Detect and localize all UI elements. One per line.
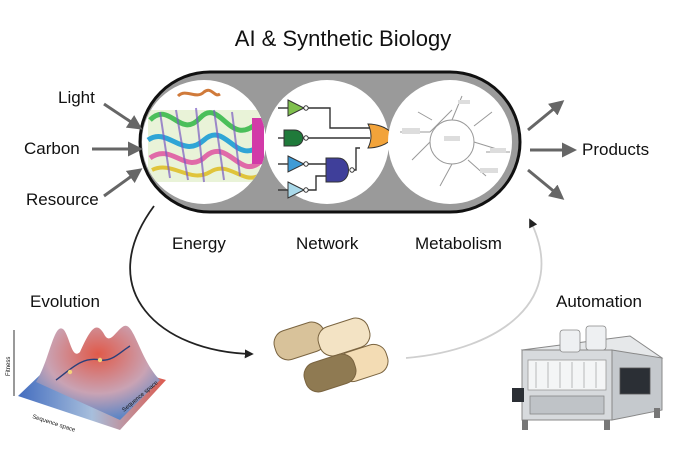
automation-arc <box>405 218 543 359</box>
resource-arrow <box>103 168 143 198</box>
input-label-resource: Resource <box>26 190 99 209</box>
lab-automation-image <box>512 325 664 430</box>
fitness-landscape-image: Fitness Sequence space Sequence space <box>6 325 166 434</box>
output-arrow-up <box>527 100 565 132</box>
network-module <box>265 80 404 204</box>
evolution-arc <box>129 205 254 359</box>
cycle-label-automation: Automation <box>556 292 642 311</box>
landscape-x-axis-label: Sequence space <box>31 414 76 434</box>
gate-buffer-blue <box>287 155 306 173</box>
output-arrow-down <box>527 168 565 200</box>
input-label-light: Light <box>58 88 95 107</box>
gate-buffer-blue-light <box>287 181 306 199</box>
cycle-label-evolution: Evolution <box>30 292 100 311</box>
light-arrow <box>103 102 143 130</box>
cell-2 <box>317 317 371 357</box>
gate-or-orange <box>367 123 395 149</box>
input-label-carbon: Carbon <box>24 139 80 158</box>
energy-module <box>142 80 266 204</box>
gate-buffer-green-light <box>287 99 306 117</box>
output-label-products: Products <box>582 140 650 159</box>
module-label-network: Network <box>296 234 359 253</box>
module-label-metabolism: Metabolism <box>415 234 502 253</box>
cell-4 <box>303 353 357 393</box>
gate-and-green-dark <box>283 129 304 147</box>
cells-cluster <box>273 317 389 393</box>
protein-structure-image <box>146 88 264 183</box>
diagram-title: AI & Synthetic Biology <box>234 26 452 51</box>
metabolic-map-image <box>400 95 510 187</box>
module-label-energy: Energy <box>172 234 226 253</box>
metabolism-module <box>388 80 512 204</box>
gate-and-purple <box>325 157 349 183</box>
landscape-y-axis-label: Fitness <box>6 357 12 376</box>
